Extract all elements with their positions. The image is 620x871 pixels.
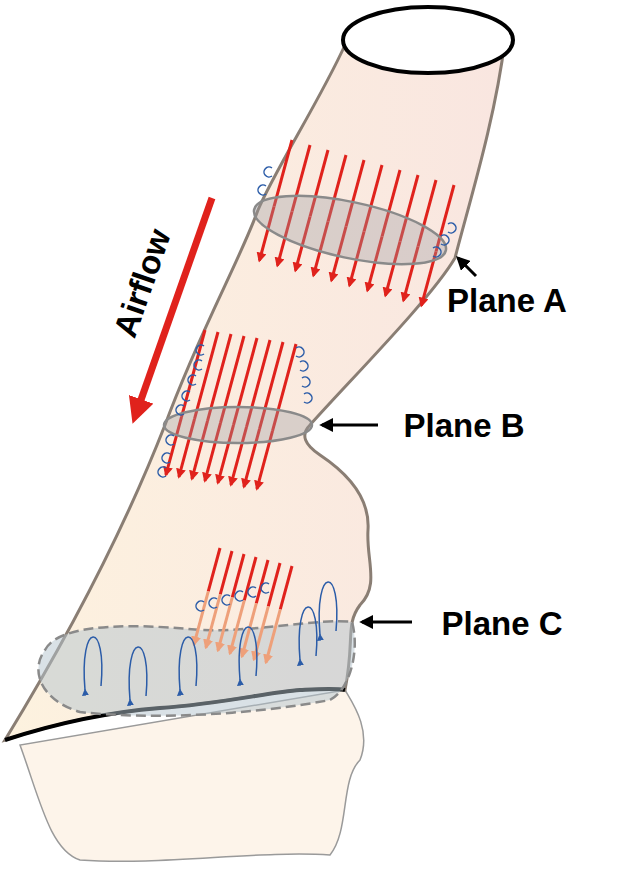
vortex-symbol (222, 595, 230, 605)
plane-section (248, 182, 451, 278)
flow-line (182, 330, 205, 417)
vortex-symbol (235, 591, 243, 601)
label-text: Plane A (447, 282, 567, 319)
vortex-symbol (441, 235, 449, 245)
flow-arrow (230, 600, 244, 653)
swirl-arrow (319, 582, 337, 635)
flow-arrow (266, 609, 280, 662)
flow-line (244, 557, 256, 600)
label-text: Plane C (441, 605, 562, 642)
vortex-symbol (300, 361, 308, 371)
flow-line (280, 566, 292, 609)
vortex-symbol (209, 598, 217, 608)
vortex-symbol (433, 247, 441, 257)
vortex-symbol (194, 360, 202, 370)
vortex-symbol (448, 223, 456, 233)
vortex-symbol (261, 583, 269, 593)
vortex-symbol (196, 345, 204, 355)
plane-label: Plane C (441, 607, 562, 640)
swirl-arrow (239, 627, 257, 680)
flow-line (208, 548, 220, 591)
vortex-symbol (248, 587, 256, 597)
vortex-symbol (182, 391, 190, 401)
vortex-symbol (302, 377, 310, 387)
vortex-symbol (176, 405, 184, 415)
vortex-symbol (296, 347, 304, 357)
leader-arrow (322, 424, 378, 427)
flow-line (220, 551, 232, 594)
vortex-symbol (166, 435, 174, 445)
swirl-arrow (299, 607, 317, 660)
airway-tube (5, 40, 505, 740)
vortex-symbol (304, 393, 312, 403)
swirl-arrow (129, 647, 147, 700)
vortex-symbol (158, 467, 166, 477)
swirl-arrow (84, 637, 102, 690)
vortex-symbol (162, 453, 170, 463)
leader-arrow (362, 621, 412, 624)
swirl-arrow (179, 637, 197, 690)
plane-label: Plane B (403, 409, 524, 442)
vortex-symbol (188, 375, 196, 385)
flow-line (256, 560, 268, 603)
vortex-symbol (258, 185, 266, 195)
leader-arrow (458, 258, 476, 276)
plane-section (164, 407, 312, 443)
flow-arrow (194, 591, 208, 644)
tube-opening (343, 7, 513, 73)
label-text: Plane B (403, 407, 524, 444)
vortex-symbol (196, 601, 204, 611)
flow-arrow (206, 594, 220, 647)
plane-label: Plane A (447, 284, 567, 317)
flow-line (195, 332, 218, 419)
vortex-symbol (264, 167, 272, 177)
flow-line (268, 563, 280, 606)
